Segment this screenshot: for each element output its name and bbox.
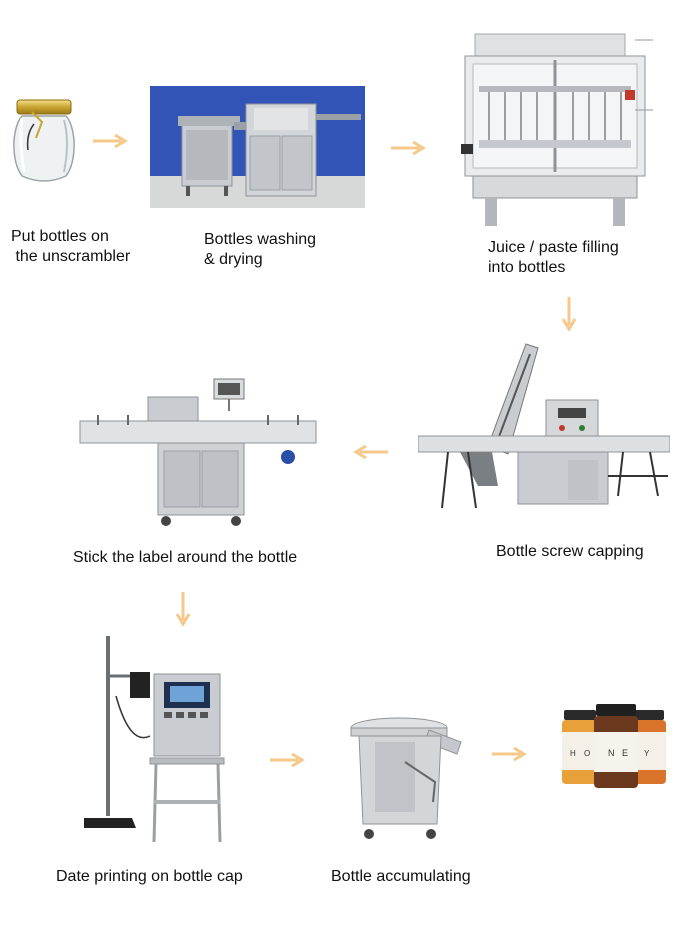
arrow-right-icon [490, 746, 530, 762]
arrow-right-icon [389, 140, 429, 156]
caption-printing: Date printing on bottle cap [56, 868, 243, 885]
step-unscrambler-image [8, 92, 80, 188]
arrow-right-icon [91, 133, 131, 149]
capping-machine-icon [418, 343, 670, 509]
label-letter: E [622, 748, 628, 758]
step-capping-image [418, 336, 670, 518]
label-letter: N [608, 748, 615, 758]
finished-jars-icon: H O N E Y [562, 704, 666, 788]
filling-machine-icon [461, 33, 653, 226]
step-labeling-image [78, 375, 318, 530]
arrow-down-icon [175, 590, 191, 630]
inkjet-printer-icon [84, 636, 225, 843]
caption-filling: Juice / paste filling into bottles [488, 239, 619, 276]
glass-jar-icon [13, 99, 75, 182]
step-filling-image [455, 30, 655, 230]
caption-washing: Bottles washing & drying [204, 231, 317, 268]
step-product-image: H O N E Y [560, 702, 670, 792]
step-accumulating-image [345, 702, 463, 844]
caption-labeling: Stick the label around the bottle [73, 549, 298, 566]
step-washing-image [150, 86, 365, 208]
label-letter: O [584, 749, 590, 758]
labeling-machine-icon [79, 378, 317, 526]
arrow-right-icon [268, 752, 308, 768]
accumulating-table-icon [350, 717, 462, 839]
label-letter: Y [644, 749, 650, 758]
caption-unscrambler: Put bottles on the unscrambler [11, 228, 131, 265]
caption-accumulating: Bottle accumulating [331, 868, 471, 885]
arrow-down-icon [561, 295, 577, 335]
washing-machine-icon [150, 86, 365, 208]
caption-capping: Bottle screw capping [496, 543, 644, 560]
step-printing-image [80, 636, 230, 846]
arrow-left-icon [350, 444, 390, 460]
label-letter: H [570, 749, 576, 758]
